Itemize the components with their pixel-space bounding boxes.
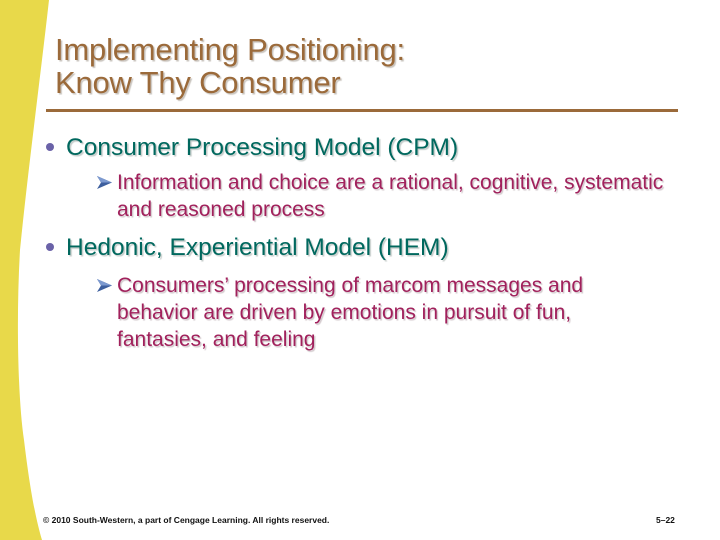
sub-bullet-item: Information and choice are a rational, c… — [97, 169, 666, 223]
sub-bullet-text: Consumers’ processing of marcom messages… — [117, 274, 584, 351]
copyright-footer: © 2010 South-Western, a part of Cengage … — [43, 515, 330, 525]
bullet-text: Consumer Processing Model (CPM) — [66, 134, 459, 161]
arrowhead-bullet-icon — [97, 279, 112, 292]
title-line-1: Implementing Positioning: — [55, 32, 405, 67]
title-line-2: Know Thy Consumer — [55, 65, 341, 100]
bullet-item-hem: Hedonic, Experiential Model (HEM) — [46, 233, 666, 263]
arrowhead-bullet-icon — [97, 176, 112, 189]
page-number: 5–22 — [656, 515, 675, 525]
title-divider — [46, 109, 678, 112]
bullet-text: Hedonic, Experiential Model (HEM) — [66, 234, 449, 261]
round-bullet-icon — [46, 143, 54, 151]
bullet-item-cpm: Consumer Processing Model (CPM) — [46, 133, 666, 163]
sub-bullet-item: Consumers’ processing of marcom messages… — [97, 272, 666, 353]
sub-bullet-text: Information and choice are a rational, c… — [117, 171, 664, 221]
slide-title: Implementing Positioning: Know Thy Consu… — [55, 33, 405, 99]
bullet-list: Consumer Processing Model (CPM) Informat… — [46, 133, 666, 353]
round-bullet-icon — [46, 243, 54, 251]
